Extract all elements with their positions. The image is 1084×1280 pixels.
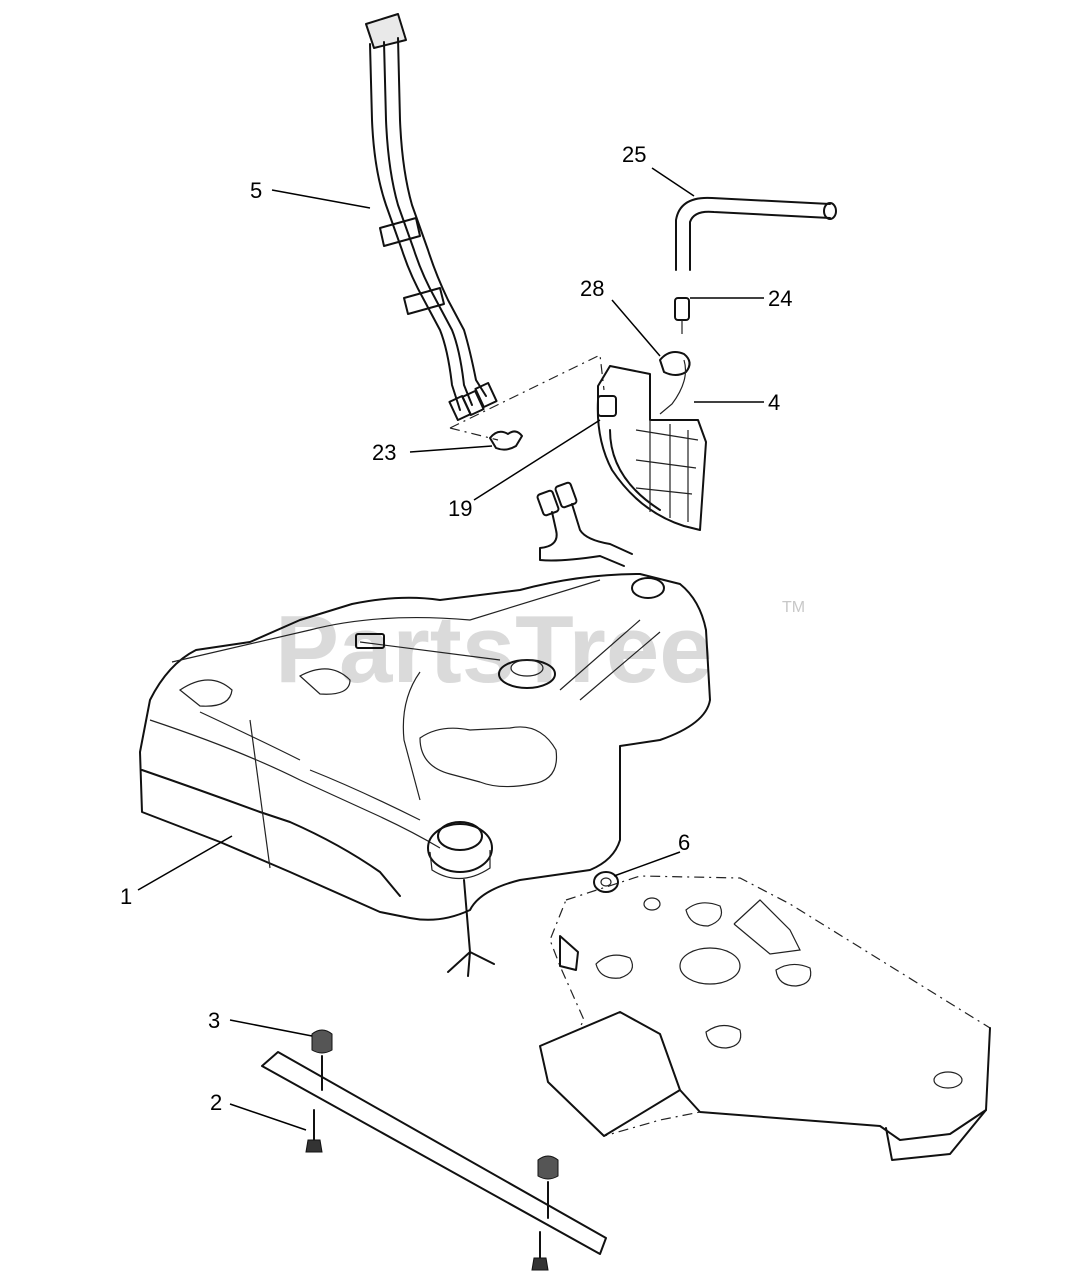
callout-6: 6 xyxy=(678,830,690,855)
vent-hose-part-25 xyxy=(675,196,837,271)
clamp-part-28 xyxy=(659,351,691,415)
callout-25: 25 xyxy=(622,142,646,167)
fuel-lines-part-5 xyxy=(365,13,498,422)
callout-19: 19 xyxy=(448,496,472,521)
nut-part-2 xyxy=(305,1109,549,1271)
callout-4: 4 xyxy=(768,390,780,415)
callout-23: 23 xyxy=(372,440,396,465)
bumper-part-3 xyxy=(311,1029,559,1219)
canister-part-4 xyxy=(596,365,707,531)
support-strap xyxy=(261,1051,607,1255)
callouts: 5 25 28 24 4 23 19 6 1 3 2 xyxy=(120,142,792,1115)
fitting-part-24 xyxy=(674,297,690,334)
watermark-trademark: TM xyxy=(782,599,805,616)
leader-lines xyxy=(137,167,764,1131)
callout-1: 1 xyxy=(120,884,132,909)
callout-24: 24 xyxy=(768,286,792,311)
callout-5: 5 xyxy=(250,178,262,203)
callout-28: 28 xyxy=(580,276,604,301)
fuel-tank-part-1 xyxy=(139,573,711,977)
frame-plate xyxy=(539,875,991,1161)
callout-2: 2 xyxy=(210,1090,222,1115)
grommet-part-6 xyxy=(593,871,619,893)
callout-3: 3 xyxy=(208,1008,220,1033)
clip-part-23 xyxy=(489,430,523,451)
tank-connectors xyxy=(536,481,633,567)
